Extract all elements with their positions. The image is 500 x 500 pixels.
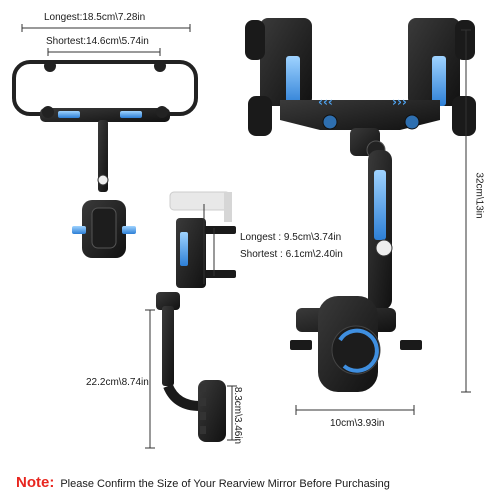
arm-length-label: 22.2cm\8.74in — [86, 377, 149, 388]
side-clip-blue-slider — [180, 232, 188, 266]
cradle-arrow-right-icon — [122, 226, 136, 234]
cradle-arrow-left-icon — [72, 226, 86, 234]
side-view-diagram — [145, 191, 237, 449]
rearview-mirror — [12, 60, 198, 116]
side-telescopic-arm — [162, 306, 174, 386]
arm-blue-slider — [374, 170, 386, 240]
clamp-longest-label: Longest : 9.5cm\3.74in — [240, 232, 342, 243]
mirror-longest-label: Longest:18.5cm\7.28in — [44, 12, 146, 23]
arrows-left-icon: ‹‹‹ — [318, 95, 333, 109]
telescopic-arm — [98, 120, 108, 192]
mount-crossbar — [280, 100, 440, 130]
purchase-note: Note: Please Confirm the Size of Your Rea… — [16, 474, 390, 491]
cradle-height-label: 8.3cm\3.46in — [232, 386, 244, 445]
clamp-shortest-label: Shortest : 6.1cm\2.40in — [240, 249, 343, 260]
note-label: Note: — [16, 474, 55, 491]
main-product-view: ‹‹‹ ››› — [245, 18, 476, 415]
clip-left-blue-slider — [286, 56, 300, 106]
clip-arrow-left-icon — [58, 111, 80, 118]
overall-height-label: 32cm\13in — [473, 172, 485, 219]
clip-arrow-right-icon — [120, 111, 142, 118]
arrows-right-icon: ››› — [392, 95, 407, 109]
rotate-arrow-icon — [338, 328, 379, 373]
mirror-shortest-label: Shortest:14.6cm\5.74in — [46, 36, 149, 47]
cradle-width-label: 10cm\3.93in — [330, 418, 385, 429]
mirror-mount-diagram — [12, 24, 198, 258]
clip-right-blue-slider — [432, 56, 446, 106]
note-text: Please Confirm the Size of Your Rearview… — [60, 478, 390, 490]
